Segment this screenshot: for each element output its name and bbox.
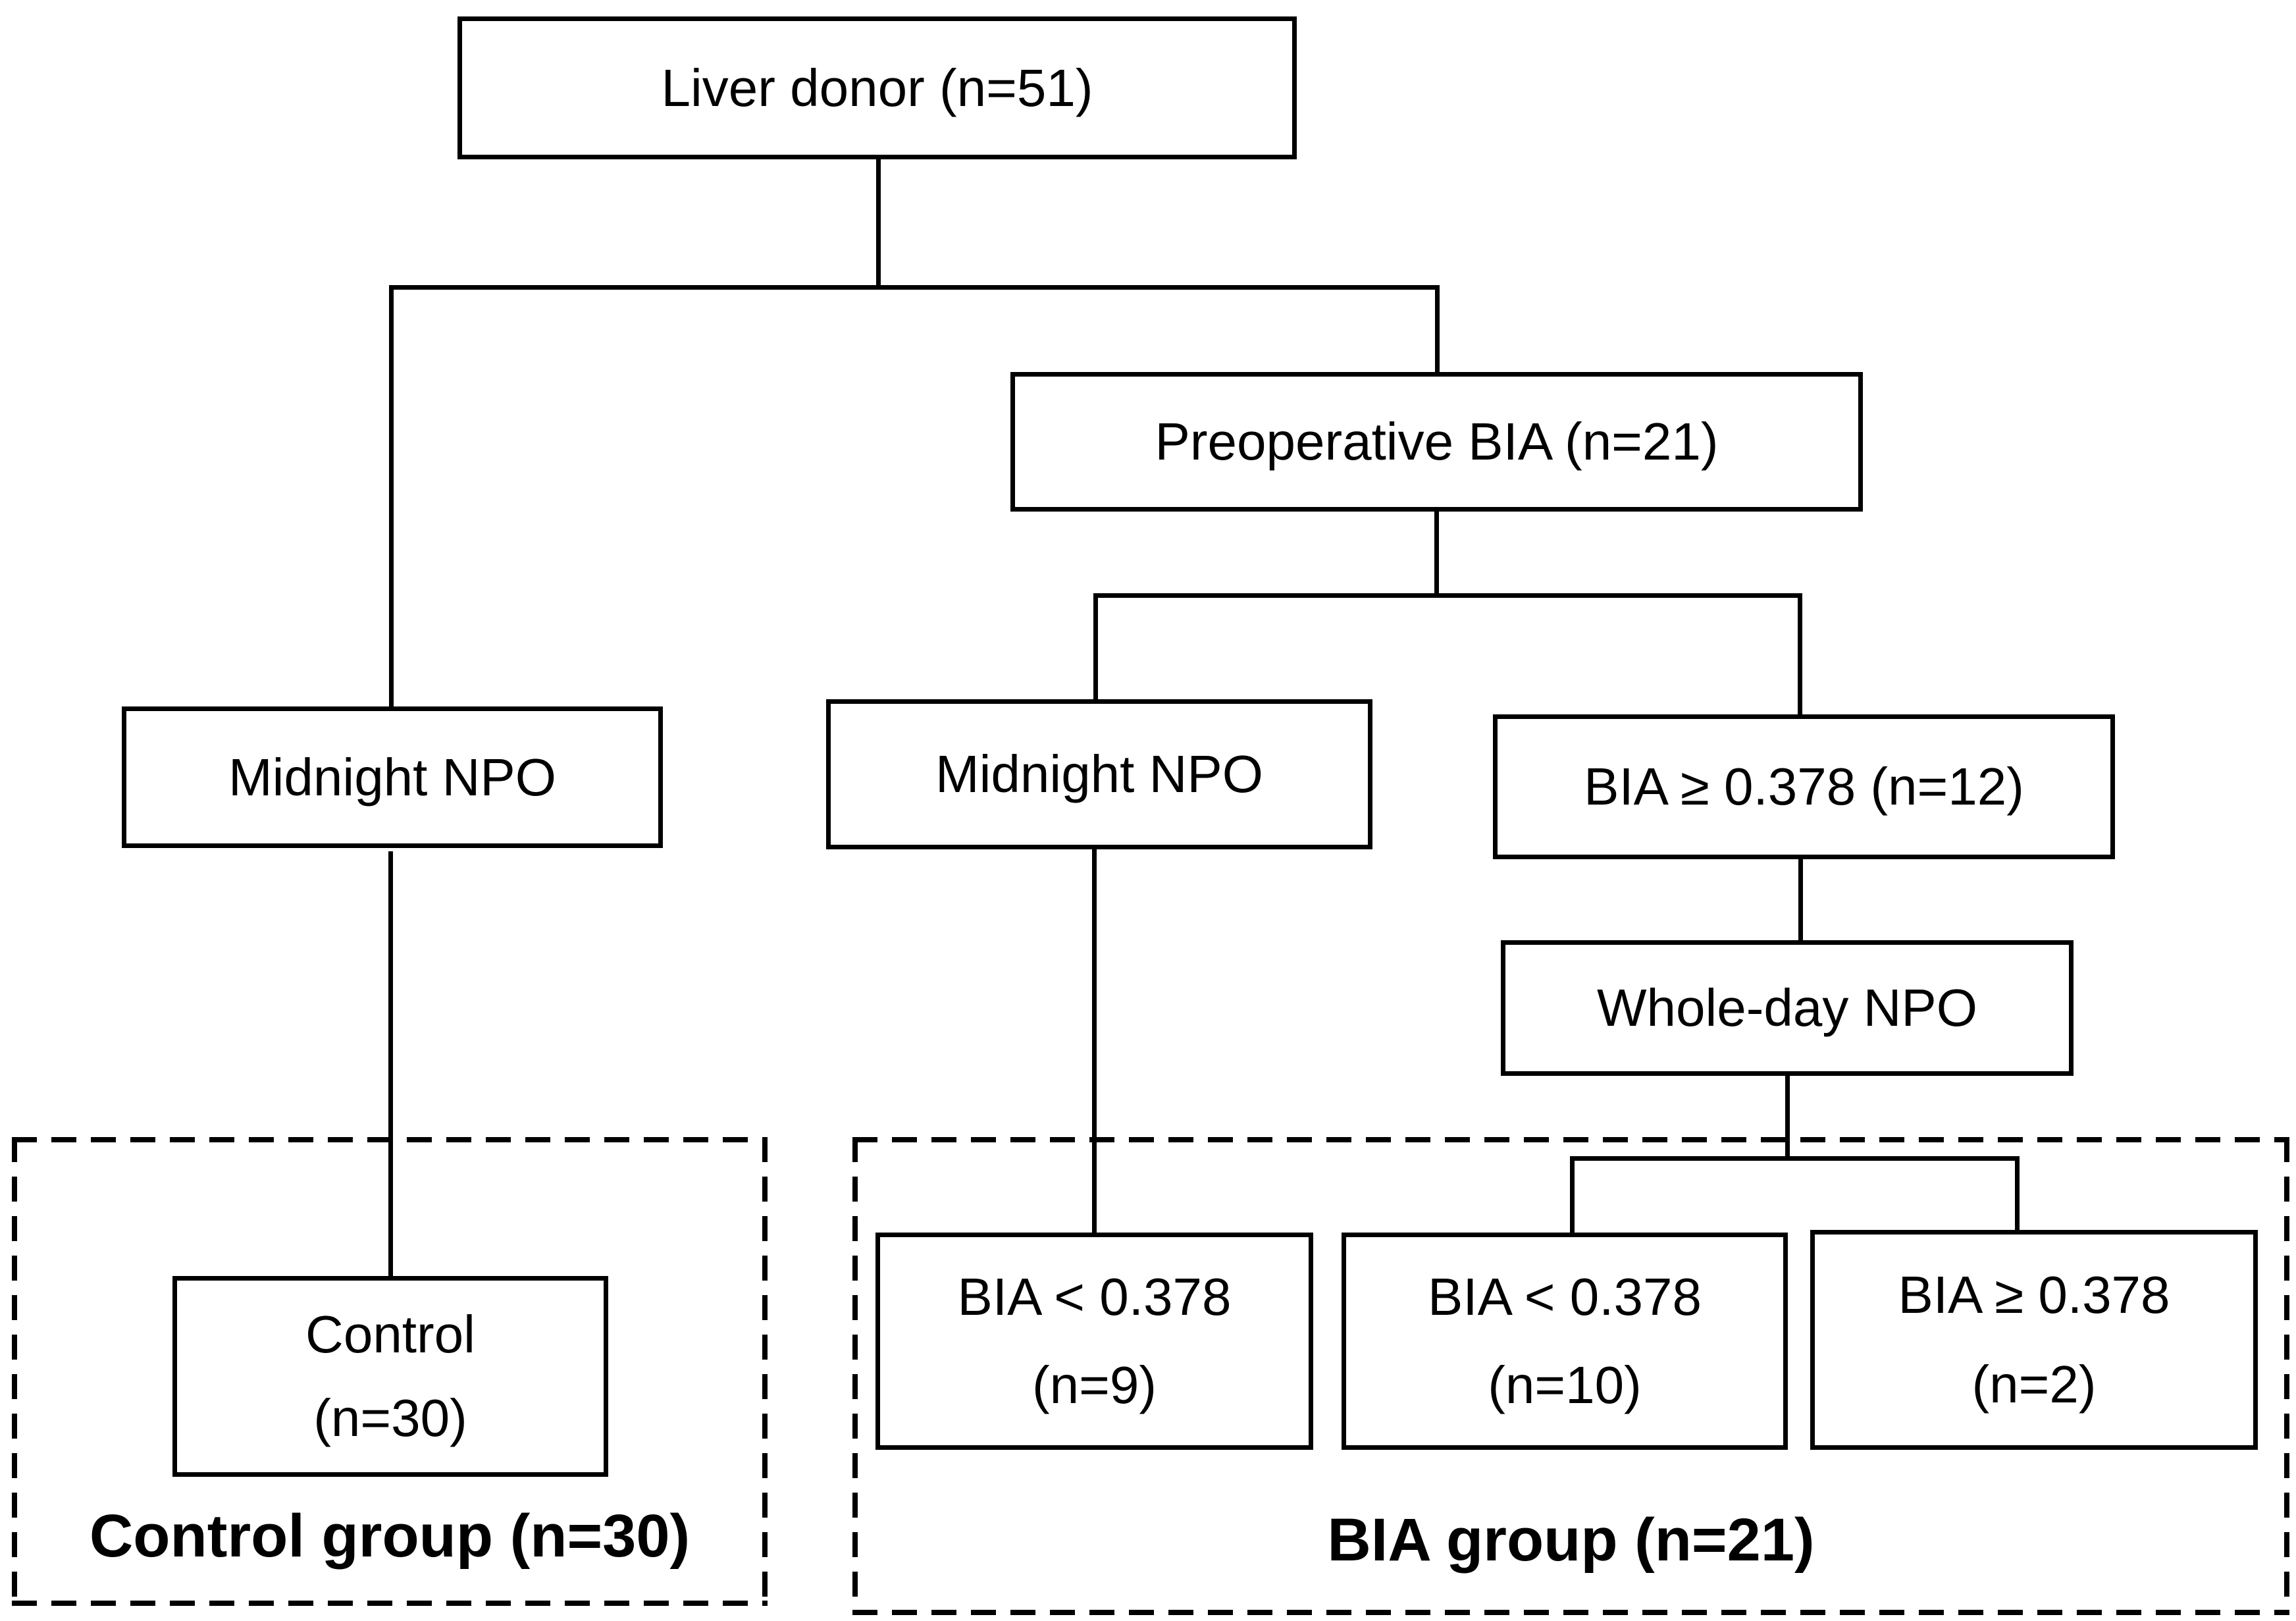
connector-liver-down	[876, 158, 881, 288]
dashed-edge	[2284, 1137, 2289, 1615]
connector-main-horizontal	[389, 285, 1440, 290]
control-group-label: Control group (n=30)	[12, 1506, 768, 1566]
node-bia-lt-378-n10-line1: BIA < 0.378	[1428, 1267, 1702, 1326]
node-bia-lt-378-n9-line2: (n=9)	[1032, 1356, 1157, 1415]
node-bia-lt-378-n10: BIA < 0.378 (n=10)	[1342, 1233, 1788, 1450]
connector-bia-horizontal	[1093, 593, 1802, 598]
connector-bracket-left-drop	[1570, 1156, 1575, 1235]
node-liver-donor-label: Liver donor (n=51)	[661, 58, 1093, 117]
connector-drop-left-midnight	[389, 285, 394, 709]
connector-bia12-to-wholeday	[1798, 859, 1803, 942]
dashed-edge	[852, 1137, 2289, 1142]
node-bia-lt-378-n9-line1: BIA < 0.378	[957, 1267, 1232, 1326]
node-bia-lt-378-n10-line2: (n=10)	[1488, 1356, 1642, 1415]
connector-bracket-right-drop	[2015, 1156, 2020, 1232]
dashed-edge	[12, 1137, 17, 1606]
dashed-edge	[852, 1610, 2289, 1615]
node-whole-day-npo: Whole-day NPO	[1501, 940, 2074, 1076]
connector-drop-mid-midnight	[1093, 593, 1098, 702]
node-bia-ge-378-n2: BIA ≥ 0.378 (n=2)	[1810, 1230, 2258, 1450]
node-bia-lt-378-n9: BIA < 0.378 (n=9)	[875, 1233, 1313, 1450]
node-preoperative-bia-label: Preoperative BIA (n=21)	[1155, 412, 1719, 471]
bia-group-outline	[852, 1137, 2289, 1615]
node-midnight-npo-bia-label: Midnight NPO	[935, 745, 1263, 803]
node-whole-day-npo-label: Whole-day NPO	[1597, 978, 1977, 1037]
node-control: Control (n=30)	[172, 1276, 608, 1477]
node-midnight-npo-control-label: Midnight NPO	[228, 747, 556, 807]
connector-midnight-to-n9	[1092, 849, 1097, 1235]
connector-midnight-to-control	[388, 851, 393, 1278]
node-preoperative-bia: Preoperative BIA (n=21)	[1010, 372, 1863, 512]
node-bia-ge-378-n2-line2: (n=2)	[1971, 1355, 2097, 1414]
connector-preop-down	[1434, 510, 1439, 598]
node-bia-ge-378-n12: BIA ≥ 0.378 (n=12)	[1493, 714, 2115, 859]
node-bia-ge-378-n12-label: BIA ≥ 0.378 (n=12)	[1584, 757, 2024, 816]
bia-group-label-text: BIA group (n=21)	[1327, 1506, 1815, 1574]
node-liver-donor: Liver donor (n=51)	[457, 16, 1297, 159]
control-group-label-text: Control group (n=30)	[89, 1502, 691, 1570]
dashed-edge	[12, 1601, 768, 1606]
node-control-line1: Control	[305, 1305, 475, 1364]
connector-drop-preop	[1435, 285, 1440, 375]
node-control-line2: (n=30)	[313, 1388, 467, 1447]
connector-wholeday-down	[1785, 1076, 1790, 1160]
node-bia-ge-378-n2-line1: BIA ≥ 0.378	[1898, 1265, 2170, 1324]
bia-group-label: BIA group (n=21)	[852, 1510, 2289, 1570]
node-midnight-npo-control: Midnight NPO	[122, 706, 663, 848]
node-midnight-npo-bia: Midnight NPO	[826, 699, 1372, 849]
dashed-edge	[852, 1137, 858, 1615]
dashed-edge	[762, 1137, 768, 1606]
connector-drop-bia12	[1798, 593, 1802, 717]
connector-bracket-horizontal	[1570, 1156, 2020, 1161]
